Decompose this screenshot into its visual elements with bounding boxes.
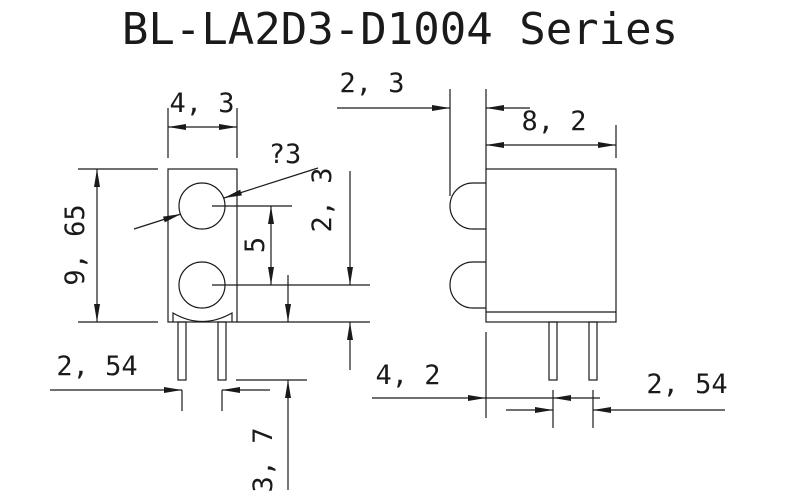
dim-depth: 8, 2 <box>521 106 586 137</box>
side-pin-left <box>548 321 558 381</box>
pin-left <box>177 321 187 381</box>
dim-lens-protrusion: 2, 3 <box>339 68 404 99</box>
dim-height: 9, 65 <box>60 204 91 285</box>
lens-top <box>449 182 486 230</box>
pin-right <box>217 321 227 381</box>
dim-pin-offset: 4, 2 <box>375 360 440 391</box>
dim-width: 4, 3 <box>169 88 234 119</box>
side-view: 2, 3 8, 2 4, 2 2, 54 <box>337 68 728 428</box>
front-view: 4, 3 9, 65 ?3 5 2, 3 3, 7 2, 54 <box>50 88 370 493</box>
dim-pin-pitch-side: 2, 54 <box>646 369 727 400</box>
drawing-title: BL-LA2D3-D1004 Series <box>122 4 678 55</box>
side-body-outline <box>485 168 617 323</box>
base-arc <box>172 311 233 322</box>
dim-pin-length: 3, 7 <box>248 427 279 492</box>
dim-led-pitch: 5 <box>240 237 271 253</box>
side-pin-right <box>588 321 598 381</box>
dim-diameter: ?3 <box>269 139 302 170</box>
dim-pin-pitch-front: 2, 54 <box>56 351 137 382</box>
dim-bottom-offset: 2, 3 <box>307 167 338 232</box>
body-outline <box>167 168 238 323</box>
lens-bottom <box>449 261 486 309</box>
